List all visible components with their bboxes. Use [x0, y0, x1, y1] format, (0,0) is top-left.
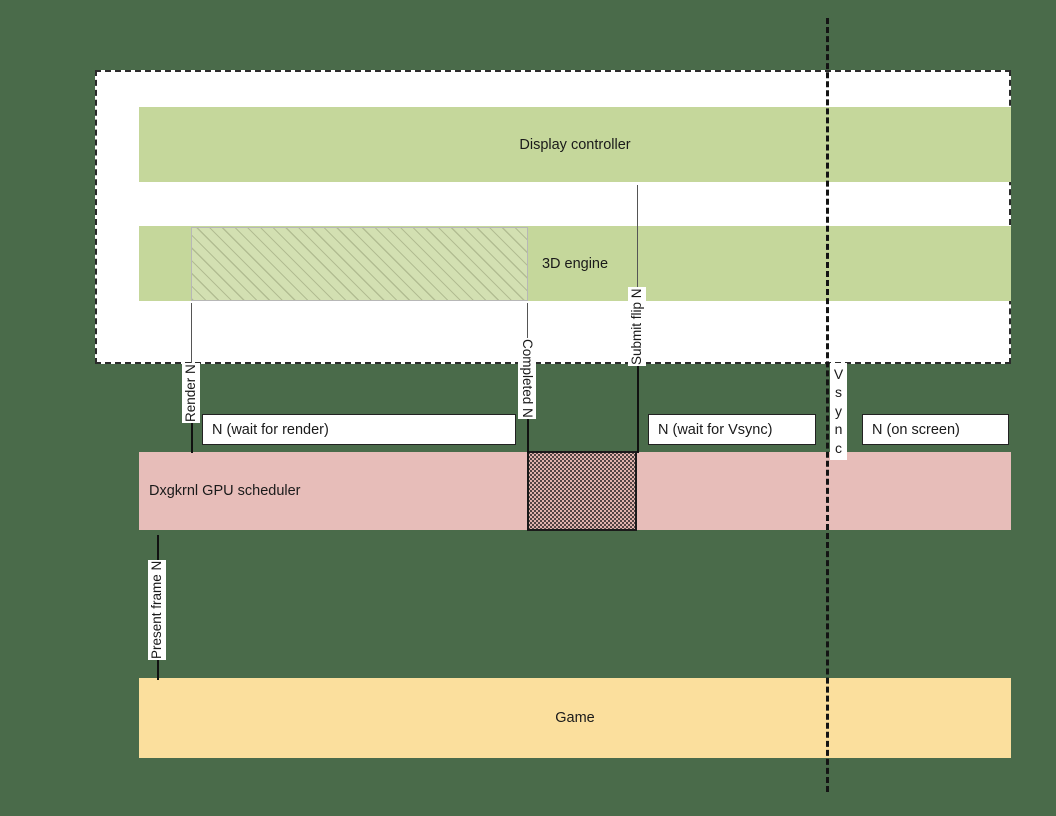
- callout-wait-for-render: N (wait for render): [202, 414, 516, 445]
- submit-flip-n-label: Submit flip N: [628, 287, 646, 366]
- callout-wait-for-render-label: N (wait for render): [212, 421, 329, 438]
- vsync-letter-0: V: [833, 366, 844, 382]
- lane-game: Game: [139, 678, 1011, 758]
- callout-wait-for-vsync: N (wait for Vsync): [648, 414, 816, 445]
- vsync-letter-2: y: [835, 402, 842, 419]
- lane-label-3d-engine: 3D engine: [541, 255, 609, 272]
- callout-on-screen-label: N (on screen): [872, 421, 960, 438]
- callout-on-screen: N (on screen): [862, 414, 1009, 445]
- submit-flip-n-leader-line: [637, 185, 638, 365]
- render-work-block: [191, 227, 528, 301]
- vsync-letter-1: s: [835, 384, 842, 401]
- lane-label-display-controller: Display controller: [519, 136, 631, 153]
- vsync-line: [826, 18, 829, 792]
- vsync-letter-3: n: [834, 421, 843, 438]
- lane-label-dxgkrnl-scheduler: Dxgkrnl GPU scheduler: [149, 483, 301, 499]
- present-frame-n-label: Present frame N: [148, 559, 166, 660]
- callout-wait-for-vsync-label: N (wait for Vsync): [658, 421, 773, 438]
- lane-display-controller: Display controller: [139, 107, 1011, 182]
- lane-label-game: Game: [555, 710, 595, 726]
- completed-n-leader-line: [527, 303, 528, 364]
- flip-queue-work-block: [527, 451, 637, 531]
- completed-n-label: Completed N: [518, 338, 536, 419]
- render-n-leader-line: [191, 303, 192, 364]
- render-n-label: Render N: [182, 363, 200, 423]
- vsync-label: V s y n c: [830, 363, 847, 461]
- vsync-letter-4: c: [835, 439, 842, 456]
- submit-flip-n-marker-line: [637, 363, 639, 453]
